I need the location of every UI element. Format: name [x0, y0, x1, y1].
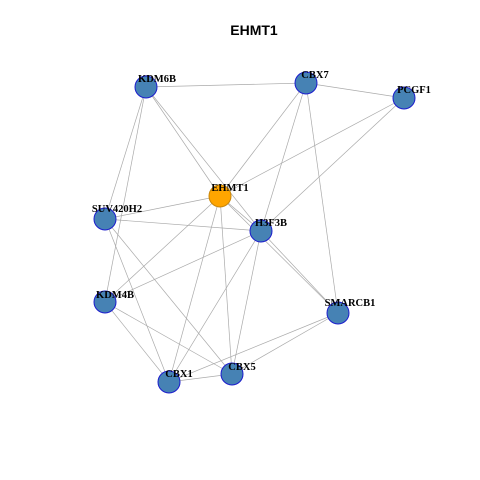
node-label-cbx1: CBX1	[165, 369, 192, 380]
edge-kdm6b-h3f3b	[145, 86, 262, 232]
node-ehmt1	[208, 184, 232, 208]
node-label-cbx5: CBX5	[228, 362, 255, 373]
edge-kdm6b-cbx7	[145, 82, 307, 88]
edge-h3f3b-cbx5	[231, 230, 262, 375]
node-label-pcgf1: PCGF1	[397, 85, 431, 96]
node-h3f3b	[249, 219, 273, 243]
edge-suv420h2-cbx1	[104, 218, 170, 383]
edge-cbx7-smarcb1	[305, 82, 339, 314]
edge-layer	[104, 82, 405, 383]
edge-kdm6b-ehmt1	[145, 86, 221, 197]
node-label-smarcb1: SMARCB1	[325, 298, 376, 309]
edge-ehmt1-cbx5	[219, 195, 233, 375]
node-kdm6b	[134, 75, 158, 99]
node-cbx5	[220, 362, 244, 386]
node-smarcb1	[326, 301, 350, 325]
node-pcgf1	[392, 86, 416, 110]
node-label-cbx7: CBX7	[301, 70, 328, 81]
edge-kdm4b-cbx1	[104, 301, 170, 383]
edge-cbx7-h3f3b	[260, 82, 307, 232]
edge-h3f3b-kdm4b	[104, 230, 262, 303]
node-suv420h2	[93, 207, 117, 231]
edge-pcgf1-h3f3b	[260, 97, 405, 232]
node-kdm4b	[93, 290, 117, 314]
edge-cbx7-ehmt1	[219, 82, 307, 197]
edge-ehmt1-smarcb1	[219, 195, 339, 314]
edge-h3f3b-cbx1	[168, 230, 262, 383]
edge-smarcb1-cbx1	[168, 312, 339, 383]
node-cbx7	[294, 71, 318, 95]
node-label-kdm4b: KDM4B	[96, 290, 134, 301]
node-layer	[93, 71, 416, 394]
edge-h3f3b-smarcb1	[260, 230, 339, 314]
edge-kdm4b-cbx5	[104, 301, 233, 375]
node-label-h3f3b: H3F3B	[255, 218, 287, 229]
node-cbx1	[157, 370, 181, 394]
node-label-kdm6b: KDM6B	[138, 74, 176, 85]
edge-suv420h2-h3f3b	[104, 218, 262, 232]
edge-suv420h2-cbx5	[104, 218, 233, 375]
edge-ehmt1-suv420h2	[104, 195, 221, 220]
edge-kdm6b-suv420h2	[104, 86, 147, 220]
edge-cbx7-pcgf1	[305, 82, 405, 99]
edge-ehmt1-cbx1	[168, 195, 221, 383]
edge-smarcb1-cbx5	[231, 312, 339, 375]
edge-ehmt1-kdm4b	[104, 195, 221, 303]
node-label-suv420h2: SUV420H2	[92, 204, 142, 215]
chart-title: EHMT1	[230, 22, 278, 38]
node-label-ehmt1: EHMT1	[211, 183, 248, 194]
edge-kdm6b-kdm4b	[104, 86, 147, 303]
edge-pcgf1-ehmt1	[219, 97, 405, 197]
